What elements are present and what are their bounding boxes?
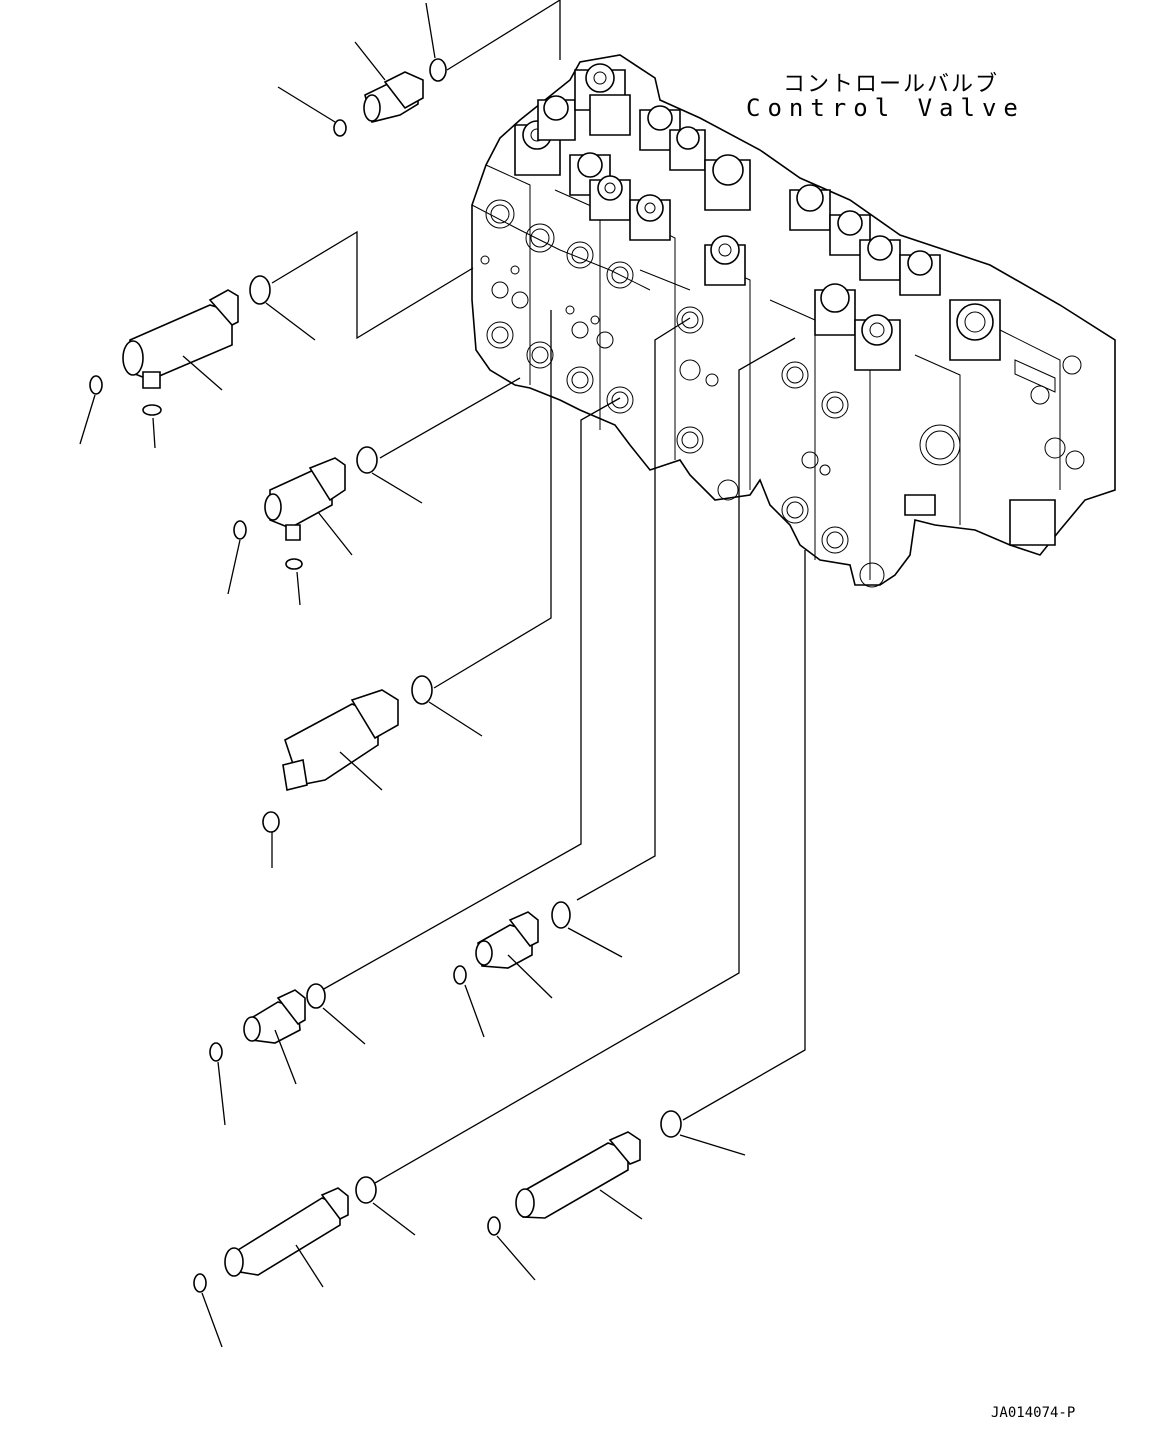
straight-fitting-right-icon bbox=[453, 901, 623, 1038]
long-hex-connector-left-icon bbox=[193, 1176, 416, 1348]
straight-fitting-left-icon bbox=[209, 983, 366, 1126]
title-japanese: コントロールバルブ bbox=[783, 72, 1000, 97]
elbow-fitting-icon bbox=[227, 446, 423, 606]
title-english: Control Valve bbox=[746, 94, 1025, 122]
straight-fitting-top-icon bbox=[277, 2, 447, 137]
long-hex-connector-right-icon bbox=[487, 1110, 746, 1281]
angled-fitting-icon bbox=[262, 675, 483, 868]
routing-lines bbox=[271, 0, 806, 1184]
drawing-code: JA014074-P bbox=[991, 1405, 1076, 1421]
control-valve-assembly bbox=[471, 54, 1116, 588]
relief-valve-cartridge-upper-icon bbox=[79, 275, 316, 449]
